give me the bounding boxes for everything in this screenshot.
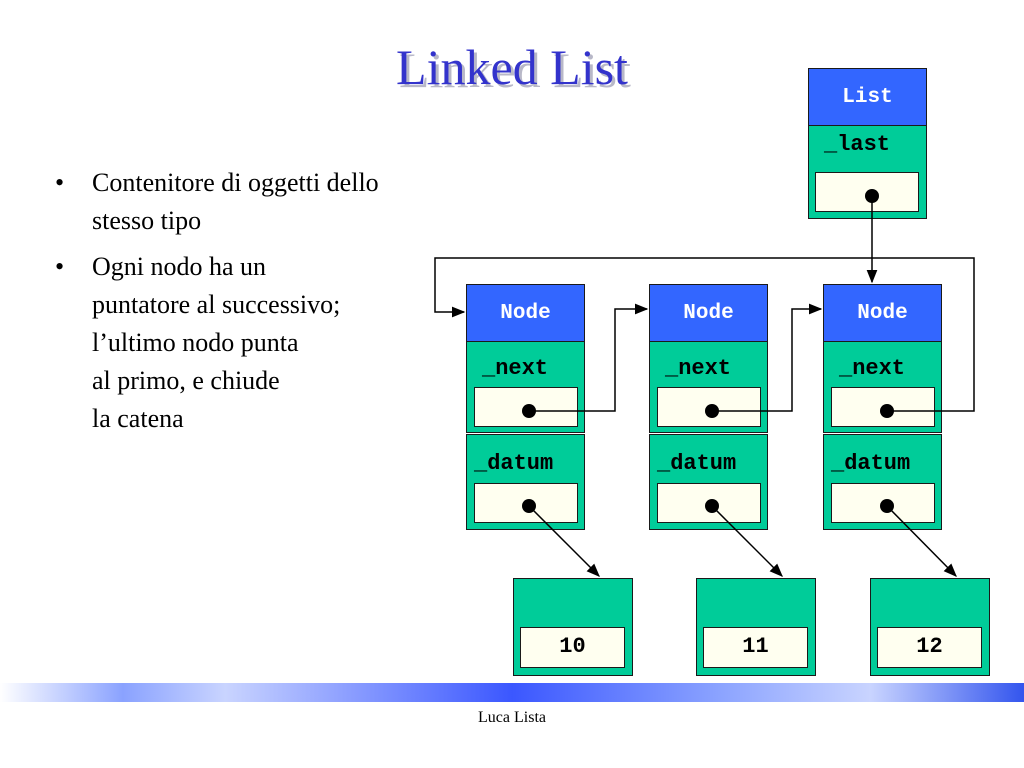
node-next-label: _next: [665, 356, 732, 381]
pointer-datum: [886, 505, 957, 577]
datum-value: 12: [877, 627, 982, 668]
pointer-dot: [522, 499, 536, 513]
node-datum-label: _datum: [657, 451, 737, 476]
list-header: List: [808, 68, 927, 126]
node-next-label: _next: [839, 356, 906, 381]
footer-bar: [0, 683, 1024, 702]
pointer-dot: [880, 499, 894, 513]
node-header: Node: [823, 284, 942, 342]
node-datum-label: _datum: [474, 451, 554, 476]
node-datum-label: _datum: [831, 451, 911, 476]
pointer-dot: [522, 404, 536, 418]
bullet-item: Ogni nodo ha un puntatore al successivo;…: [55, 248, 485, 438]
list-last-label: _last: [824, 132, 891, 157]
bullet-item: Contenitore di oggetti dello stesso tipo: [55, 164, 485, 240]
footer-author: Luca Lista: [478, 709, 546, 726]
node-datum-slot: [657, 483, 761, 523]
node-header: Node: [649, 284, 768, 342]
slide-title: Linked List: [396, 39, 628, 95]
datum-value: 10: [520, 627, 625, 668]
pointer-next-wrap: [434, 257, 975, 412]
pointer-datum: [711, 505, 783, 577]
pointer-next: [712, 303, 823, 412]
bullet-list: Contenitore di oggetti dello stesso tipo…: [55, 164, 485, 446]
node-header: Node: [466, 284, 585, 342]
pointer-dot: [705, 404, 719, 418]
pointer-dot: [865, 189, 879, 203]
datum-value: 11: [703, 627, 808, 668]
pointer-dot: [880, 404, 894, 418]
pointer-datum: [528, 505, 600, 577]
pointer-next: [529, 303, 649, 412]
node-next-label: _next: [482, 356, 549, 381]
pointer-dot: [705, 499, 719, 513]
